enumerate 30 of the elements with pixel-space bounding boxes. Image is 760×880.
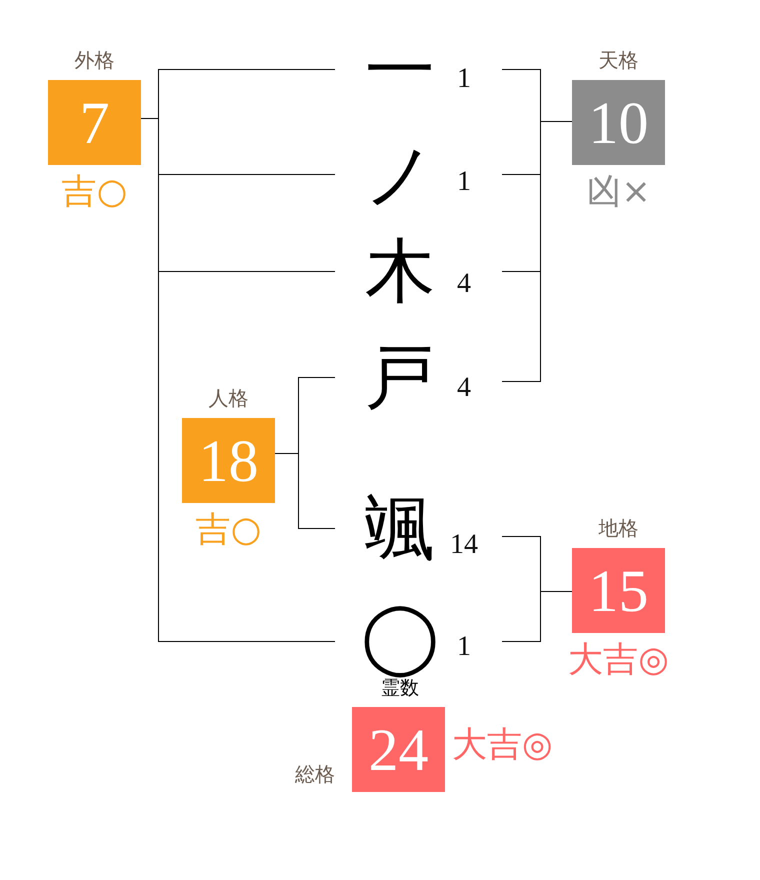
fortune-label: 吉○ (196, 513, 262, 548)
stroke-count: 4 (457, 373, 471, 403)
score-number: 10 (588, 92, 648, 152)
score-number: 24 (368, 720, 428, 780)
stroke-count: 1 (457, 64, 471, 94)
grade-label: 総格 (295, 763, 335, 785)
grade-label: 地格 (598, 517, 638, 539)
spirit-number-label: 霊数 (381, 677, 419, 699)
fortune-label: 大吉◎ (452, 728, 553, 762)
stroke-count: 1 (457, 167, 471, 197)
bracket-line (274, 453, 336, 529)
name-character: 颯 (365, 490, 435, 566)
score-number: 15 (588, 560, 648, 620)
stroke-count: 4 (457, 269, 471, 299)
stroke-count: 14 (450, 530, 478, 560)
stroke-count: 1 (457, 632, 471, 662)
score-number: 7 (80, 92, 110, 152)
score-number: 18 (198, 430, 258, 490)
bracket-line (502, 121, 572, 382)
name-character: 戸 (365, 339, 435, 415)
fortune-label: 大吉◎ (568, 643, 669, 678)
name-character: ノ (364, 137, 436, 213)
bracket-line (502, 591, 572, 642)
fortune-label: 凶× (586, 175, 651, 210)
grade-label: 外格 (74, 49, 114, 71)
grade-label: 天格 (598, 49, 638, 71)
name-character: 木 (365, 233, 435, 309)
fortune-label: 吉○ (62, 175, 128, 210)
name-character: 一 (365, 32, 435, 108)
grade-label: 人格 (208, 387, 248, 409)
